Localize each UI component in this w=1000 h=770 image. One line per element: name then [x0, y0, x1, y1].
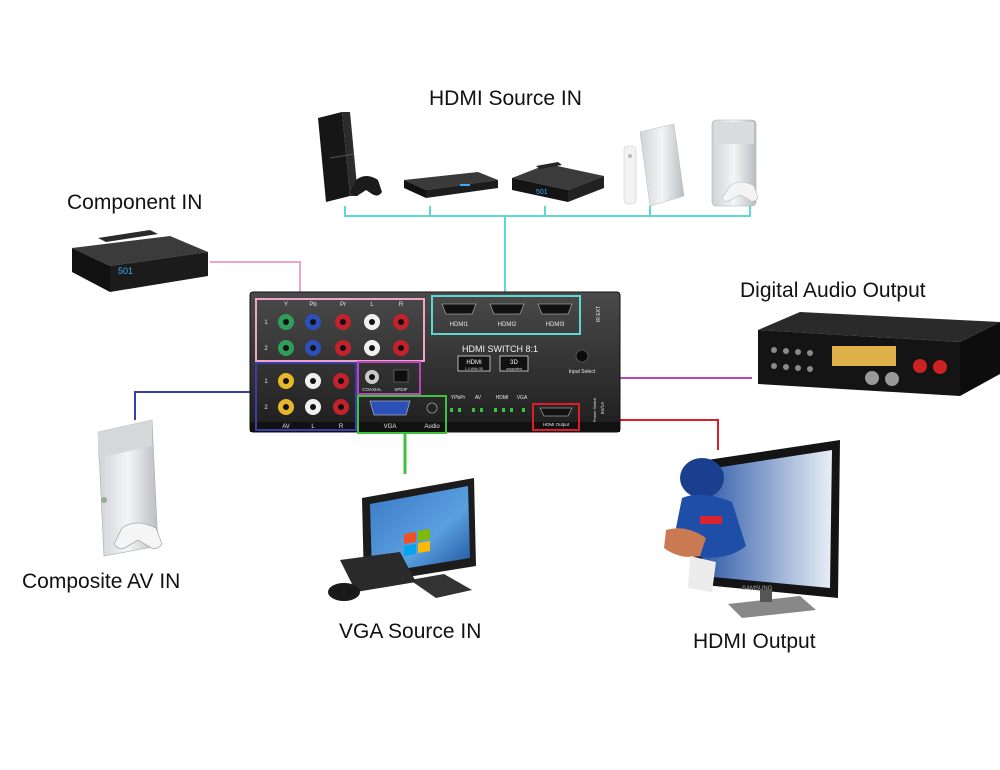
label-hdmi-source-in: HDMI Source IN [429, 87, 582, 110]
label-composite-av-in: Composite AV IN [22, 570, 181, 593]
component-section-box [255, 298, 425, 362]
label-spdif: SPDIF [394, 387, 408, 392]
svg-text:supported: supported [506, 367, 522, 371]
label-r: R [399, 302, 404, 308]
hdmi-source-connector [344, 206, 751, 293]
composite-jacks [278, 373, 349, 415]
row-1-label: 1 [264, 320, 268, 326]
switch-title: HDMI SWITCH 8:1 [462, 344, 538, 354]
vga-computer-icon [328, 478, 476, 601]
label-ind-hdmi: HDMI [496, 395, 509, 401]
label-power: 5V/1A [600, 402, 605, 414]
label-av-r: R [339, 424, 344, 430]
label-component-in: Component IN [67, 191, 203, 214]
av-row-1-label: 1 [264, 379, 268, 385]
hdmi-output-port [539, 407, 573, 417]
xbox360-console-icon-left [97, 419, 163, 557]
hdmi-badge: HDMI 1.4 With 3D [457, 355, 491, 372]
label-vga: VGA [384, 424, 397, 430]
wii-console-icon [623, 123, 685, 207]
svg-text:HDMI: HDMI [466, 360, 482, 366]
label-ind-vga: VGA [517, 395, 528, 401]
label-coaxial: COAXIAL [362, 387, 382, 392]
svg-text:501: 501 [118, 266, 133, 276]
composite-connector [134, 391, 258, 420]
label-hdmi3: HDMI3 [546, 322, 565, 328]
audio-amplifier-icon [758, 312, 1000, 396]
label-power-switch: Power Switch [592, 398, 597, 422]
av-row-2-label: 2 [264, 405, 268, 411]
label-hdmi1: HDMI1 [450, 322, 469, 328]
label-ind-av: AV [475, 395, 482, 401]
3d-badge: 3D supported [499, 355, 529, 372]
label-ir-ext: IR EXT [596, 306, 602, 322]
set-top-box-icon: 501 [512, 162, 604, 202]
label-pr: Pr [340, 302, 346, 308]
component-row-2 [278, 340, 409, 356]
label-digital-audio-output: Digital Audio Output [740, 279, 926, 302]
label-hdmi2: HDMI2 [498, 322, 517, 328]
component-row-1 [278, 314, 409, 330]
hdmi-switch-unit: Y Pb Pr L R 1 2 [249, 291, 621, 434]
svg-text:501: 501 [536, 189, 548, 196]
label-audio: Audio [424, 424, 440, 430]
svg-text:1.4 With 3D: 1.4 With 3D [465, 367, 484, 371]
digital-audio-section-box [357, 361, 421, 395]
label-av: AV [282, 424, 290, 430]
label-vga-source-in: VGA Source IN [339, 620, 482, 643]
hdmi-input-ports: HDMI1 HDMI2 HDMI3 [441, 303, 573, 328]
composite-section-box [255, 362, 357, 431]
tv-brand-text: SAMSUNG [742, 586, 773, 592]
label-y: Y [284, 302, 288, 308]
football-player-figure [664, 458, 746, 592]
component-connector [210, 261, 301, 299]
label-hdmi-output: HDMI Output [693, 630, 816, 653]
digital-audio-ports: COAXIAL SPDIF [362, 369, 409, 392]
vga-port: VGA Audio [369, 400, 440, 430]
label-ind-ypbpr: YPbPr [451, 395, 466, 401]
label-input-select: Input Select [569, 369, 596, 375]
hdmi-output-connector [578, 419, 719, 450]
input-select-button[interactable] [575, 349, 589, 363]
label-pb: Pb [309, 302, 317, 308]
label-l: L [370, 302, 374, 308]
indicator-leds [450, 408, 525, 412]
label-hdmi-output-port: HDMI Output [543, 422, 570, 427]
vga-section-box [357, 395, 447, 434]
component-jacks [278, 314, 409, 356]
xbox360-console-icon-top [711, 119, 759, 207]
svg-text:3D: 3D [510, 360, 518, 366]
ps4-console-icon [318, 112, 382, 202]
hdmi-input-section-box [431, 295, 581, 335]
row-2-label: 2 [264, 346, 268, 352]
hdmi-output-port-box [532, 403, 580, 431]
label-av-l: L [311, 424, 315, 430]
bluray-player-icon [404, 172, 498, 198]
component-set-top-box-icon: 501 [72, 230, 208, 292]
hdmi-output-tv-icon: SAMSUNG [664, 440, 840, 618]
